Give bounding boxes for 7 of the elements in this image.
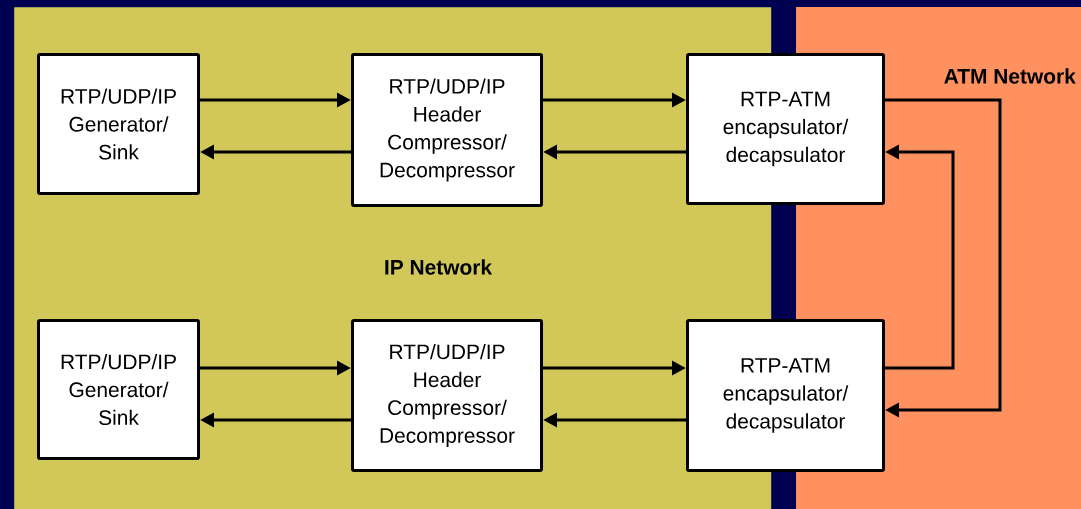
process-box: RTP/UDP/IP Generator/ Sink <box>37 319 200 460</box>
process-box: RTP/UDP/IP Header Compressor/ Decompressor <box>351 319 543 472</box>
process-box: RTP/UDP/IP Generator/ Sink <box>37 53 200 195</box>
arrow <box>885 98 1002 418</box>
process-box: RTP/UDP/IP Header Compressor/ Decompressor <box>351 53 543 207</box>
process-box: RTP-ATM encapsulator/ decapsulator <box>686 319 885 472</box>
process-box: RTP-ATM encapsulator/ decapsulator <box>686 53 885 205</box>
